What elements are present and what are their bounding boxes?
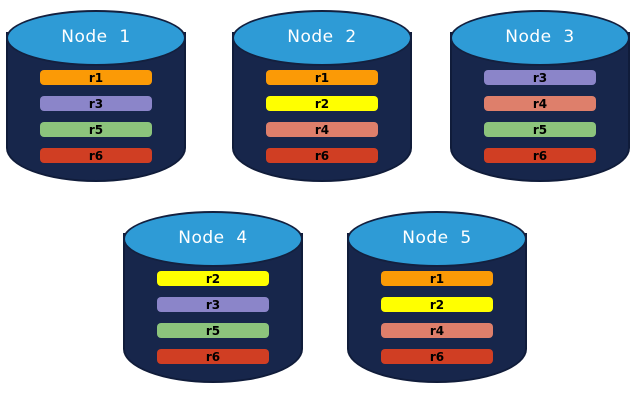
cylinder-top: Node 4	[123, 211, 303, 267]
replica-bar[interactable]: r2	[157, 271, 269, 286]
database-node-1[interactable]: r1 r3 r5 r6 Node 1	[6, 10, 186, 193]
database-node-2[interactable]: r1 r2 r4 r6 Node 2	[232, 10, 412, 193]
replica-bar[interactable]: r2	[266, 96, 378, 111]
replica-bar[interactable]: r4	[484, 96, 596, 111]
replica-list: r1 r2 r4 r6	[266, 70, 378, 163]
replica-bar[interactable]: r1	[40, 70, 152, 85]
replica-bar[interactable]: r6	[40, 148, 152, 163]
replica-bar[interactable]: r5	[157, 323, 269, 338]
replica-bar[interactable]: r4	[381, 323, 493, 338]
node-label: Node 4	[178, 227, 248, 248]
replica-bar[interactable]: r5	[40, 122, 152, 137]
cylinder-top: Node 3	[450, 10, 630, 66]
database-node-3[interactable]: r3 r4 r5 r6 Node 3	[450, 10, 630, 193]
cylinder-top: Node 5	[347, 211, 527, 267]
database-node-5[interactable]: r1 r2 r4 r6 Node 5	[347, 211, 527, 394]
replica-bar[interactable]: r3	[484, 70, 596, 85]
replica-list: r1 r2 r4 r6	[381, 271, 493, 364]
database-node-4[interactable]: r2 r3 r5 r6 Node 4	[123, 211, 303, 394]
replica-list: r2 r3 r5 r6	[157, 271, 269, 364]
replica-bar[interactable]: r6	[381, 349, 493, 364]
cylinder-top: Node 1	[6, 10, 186, 66]
replica-bar[interactable]: r6	[157, 349, 269, 364]
node-label: Node 2	[287, 26, 357, 47]
cylinder-top: Node 2	[232, 10, 412, 66]
replica-bar[interactable]: r6	[484, 148, 596, 163]
replica-bar[interactable]: r2	[381, 297, 493, 312]
replica-bar[interactable]: r3	[40, 96, 152, 111]
replica-bar[interactable]: r6	[266, 148, 378, 163]
replica-bar[interactable]: r3	[157, 297, 269, 312]
node-label: Node 5	[402, 227, 472, 248]
node-label: Node 1	[61, 26, 131, 47]
replica-bar[interactable]: r5	[484, 122, 596, 137]
replica-bar[interactable]: r1	[381, 271, 493, 286]
replica-bar[interactable]: r4	[266, 122, 378, 137]
replica-bar[interactable]: r1	[266, 70, 378, 85]
replica-list: r1 r3 r5 r6	[40, 70, 152, 163]
replica-list: r3 r4 r5 r6	[484, 70, 596, 163]
node-label: Node 3	[505, 26, 575, 47]
